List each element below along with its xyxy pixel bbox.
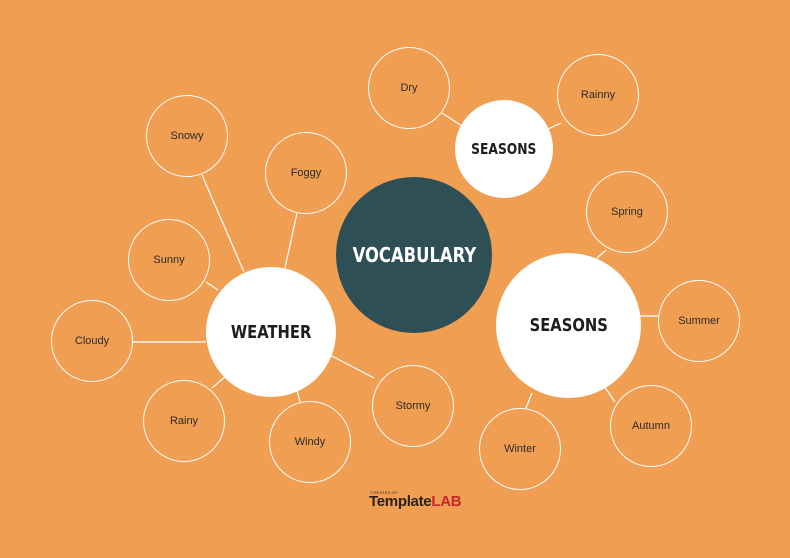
link-seasons-autumn [603,385,616,403]
leaf-label: Summer [678,315,720,327]
hub-label-seasons-top: SEASONS [471,140,537,158]
link-weather-sunny [205,281,219,291]
link-weather-foggy [284,212,298,269]
leaf-label: Winter [504,443,536,455]
leaf-rainy: Rainy [143,380,225,462]
leaf-stormy: Stormy [372,365,454,447]
leaf-label: Rainny [580,89,616,101]
link-weather-snowy [201,174,245,273]
leaf-label: Sunny [153,254,185,266]
center-node-vocabulary: VOCABULARY [336,177,492,333]
logo-brand-part1: Template [369,493,432,510]
link-seasons-dry [441,112,463,127]
leaf-spring: Spring [586,171,668,253]
center-label: VOCABULARY [352,243,476,267]
link-seasons-spring [596,249,607,259]
leaf-label: Stormy [395,400,431,412]
leaf-label: Foggy [290,167,322,179]
leaf-autumn: Autumn [610,385,692,467]
leaf-summer: Summer [658,280,740,362]
leaf-windy: Windy [269,401,351,483]
hub-node-seasons-top: SEASONS [455,100,553,198]
hub-label-weather: WEATHER [230,321,312,343]
leaf-label: Rainy [169,415,199,427]
logo-wordmark: TemplateLAB [369,493,462,510]
leaf-rainny: Rainny [557,54,639,136]
link-weather-stormy [329,354,375,379]
link-weather-windy [296,389,301,403]
logo-created-by: CREATED BY [370,490,399,495]
hub-label-seasons-right: SEASONS [529,315,608,336]
leaf-snowy: Snowy [146,95,228,177]
leaf-dry: Dry [368,47,450,129]
leaf-label: Spring [611,206,643,218]
leaf-sunny: Sunny [128,219,210,301]
leaf-foggy: Foggy [265,132,347,214]
leaf-label: Windy [294,436,326,448]
logo-brand-part2: LAB [431,493,462,510]
leaf-label: Dry [400,82,418,94]
leaf-label: Snowy [170,130,204,142]
leaf-cloudy: Cloudy [51,300,133,382]
leaf-winter: Winter [479,408,561,490]
leaf-label: Autumn [632,420,670,432]
leaf-label: Cloudy [74,335,110,347]
hub-node-weather: WEATHER [206,267,336,397]
templatelab-logo: CREATED BY TemplateLAB [369,490,469,514]
hub-node-seasons-right: SEASONS [496,253,641,398]
link-weather-rainy [211,375,227,389]
link-seasons-rainny [547,122,562,130]
link-seasons-winter [525,392,533,409]
